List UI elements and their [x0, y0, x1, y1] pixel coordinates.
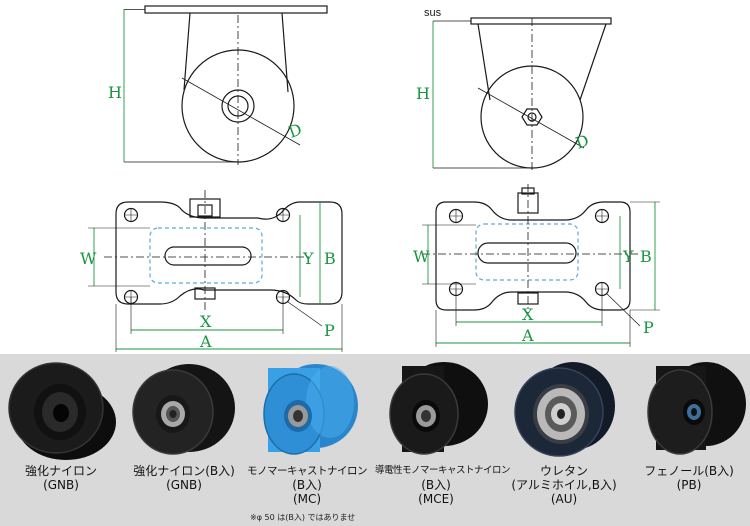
x-label: X	[200, 312, 212, 331]
axle-slot	[164, 246, 252, 266]
wheel-footprint	[149, 227, 263, 284]
axle-slot	[477, 242, 577, 264]
hex-nut	[521, 108, 543, 126]
w-label: W	[80, 249, 97, 268]
urethane-aluminum-wheel-icon	[514, 362, 615, 457]
a-label: A	[521, 326, 534, 345]
side-view-standard	[123, 5, 328, 165]
wheel-label-au: ウレタン (アルミホイル,B入) (AU)	[511, 464, 617, 506]
dimension-lines	[422, 201, 660, 347]
plan-view-standard	[88, 190, 343, 352]
bracket	[477, 23, 607, 101]
technical-drawings: H D H D W Y B X A P W Y B X A P SUS	[80, 5, 660, 352]
height-label: H	[108, 83, 122, 102]
footnote: ※φ 50 は(B入) ではありませ	[250, 513, 356, 522]
plan-view-sus	[422, 184, 660, 347]
wheel-label-mc: モノマーキャストナイロン (B入) (MC)	[247, 465, 368, 506]
side-view-sus	[432, 17, 612, 170]
wheel-label-gnb-bearing: 強化ナイロン(B入) (GNB)	[133, 464, 235, 492]
diameter-leader	[477, 87, 585, 149]
diameter-leader	[181, 77, 301, 146]
y-label: Y	[302, 249, 314, 268]
phenolic-wheel-icon	[647, 362, 746, 455]
wheel-type-panel: 強化ナイロン (GNB) 強化ナイロン(B入) (GNB) モノマーキャストナイ…	[0, 354, 750, 526]
black-nylon-bearing-wheel-icon	[132, 364, 235, 455]
diameter-label: D	[573, 131, 592, 153]
y-label: Y	[622, 247, 634, 266]
b-label: B	[640, 247, 652, 266]
wheel-label-gnb: 強化ナイロン (GNB)	[24, 464, 97, 492]
diameter-label: D	[286, 120, 305, 142]
a-label: A	[199, 332, 212, 351]
wheel-label-pb: フェノール(B入) (PB)	[644, 464, 734, 492]
x-label: X	[522, 305, 534, 324]
mounting-plate	[115, 201, 343, 305]
height-label: H	[416, 84, 430, 103]
wheel-footprint	[475, 223, 579, 281]
p-label: P	[324, 321, 335, 340]
conductive-mc-nylon-wheel-icon	[389, 362, 488, 455]
w-label: W	[413, 247, 430, 266]
blue-mc-nylon-wheel-icon	[263, 364, 358, 455]
bracket	[183, 12, 289, 93]
p-label: P	[643, 318, 654, 337]
mounting-plate	[435, 201, 631, 311]
dimension-lines	[88, 202, 343, 352]
top-plate	[144, 5, 328, 14]
top-plate	[470, 17, 612, 25]
black-nylon-wheel-icon	[8, 362, 116, 460]
wheel-label-mce: 導電性モノマーキャストナイロン (B入) (MCE)	[375, 465, 511, 506]
material-tag: SUS	[424, 7, 442, 19]
b-label: B	[324, 249, 336, 268]
